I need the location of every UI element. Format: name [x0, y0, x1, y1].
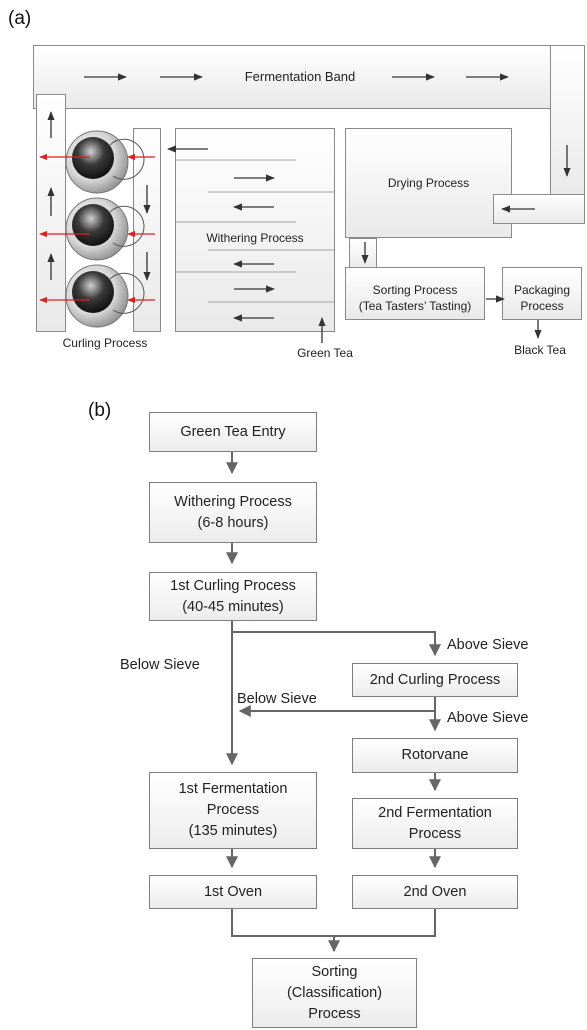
fermentation1-box: 1st Fermentation Process (135 minutes) [149, 772, 317, 849]
curling2-text: 2nd Curling Process [369, 671, 501, 688]
withering-box [175, 128, 335, 332]
fermentation2-text-2: Process [408, 825, 462, 842]
panel-b-label: (b) [88, 400, 112, 421]
fermentation2-box: 2nd Fermentation Process [352, 798, 518, 849]
fermentation1-text-1: 1st Fermentation [178, 781, 288, 797]
curling1-text-2: (40-45 minutes) [182, 598, 284, 615]
packaging-label-2: Process [520, 299, 564, 313]
sorting-text-1: Sorting [311, 963, 358, 980]
fermentation1-text-2: Process [206, 802, 260, 818]
sorting-box-a [345, 267, 485, 320]
withering-box-b: Withering Process (6-8 hours) [149, 482, 317, 543]
fermentation1-text-3: (135 minutes) [188, 823, 278, 839]
drying-connector [493, 194, 585, 224]
above-sieve-label-2: Above Sieve [447, 710, 529, 726]
roller-1 [65, 130, 145, 194]
packaging-label-1: Packaging [513, 283, 571, 297]
oven1-text: 1st Oven [203, 883, 263, 900]
roller-2 [65, 197, 145, 261]
rotorvane-text: Rotorvane [401, 747, 469, 763]
green-tea-label: Green Tea [297, 346, 353, 360]
withering-label: Withering Process [206, 231, 304, 245]
sorting-label-2: (Tea Tasters’ Tasting) [358, 299, 472, 313]
sorting-text-2: (Classification) [286, 984, 383, 1001]
curling2-box: 2nd Curling Process [352, 663, 518, 697]
oven2-text: 2nd Oven [403, 883, 467, 900]
above-sieve-label-1: Above Sieve [447, 637, 529, 653]
curling1-box: 1st Curling Process (40-45 minutes) [149, 572, 317, 621]
drying-box [345, 128, 512, 238]
green-tea-entry-box: Green Tea Entry [149, 412, 317, 452]
withering-text-2: (6-8 hours) [197, 514, 269, 531]
fermentation2-text-1: 2nd Fermentation [378, 804, 492, 821]
drying-label: Drying Process [387, 176, 470, 190]
sorting-box-b: Sorting (Classification) Process [252, 958, 417, 1028]
drying-sorting-connector [349, 238, 377, 272]
black-tea-label: Black Tea [514, 343, 566, 357]
curling-label: Curling Process [62, 336, 148, 350]
withering-text-1: Withering Process [174, 493, 292, 510]
curling1-text-1: 1st Curling Process [170, 577, 296, 594]
sorting-text-3: Process [308, 1005, 361, 1022]
below-sieve-label-1: Below Sieve [120, 657, 200, 673]
fermentation-band-label: Fermentation Band [244, 69, 356, 84]
oven2-box: 2nd Oven [352, 875, 518, 909]
green-tea-entry-text: Green Tea Entry [180, 423, 286, 440]
oven1-box: 1st Oven [149, 875, 317, 909]
sorting-label-1: Sorting Process [372, 283, 458, 297]
packaging-box [502, 267, 582, 320]
rotorvane-box: Rotorvane [352, 738, 518, 773]
curling-right-column [133, 128, 161, 332]
panel-a-label: (a) [8, 8, 32, 29]
below-sieve-label-2: Below Sieve [237, 691, 317, 707]
roller-3 [65, 264, 145, 328]
